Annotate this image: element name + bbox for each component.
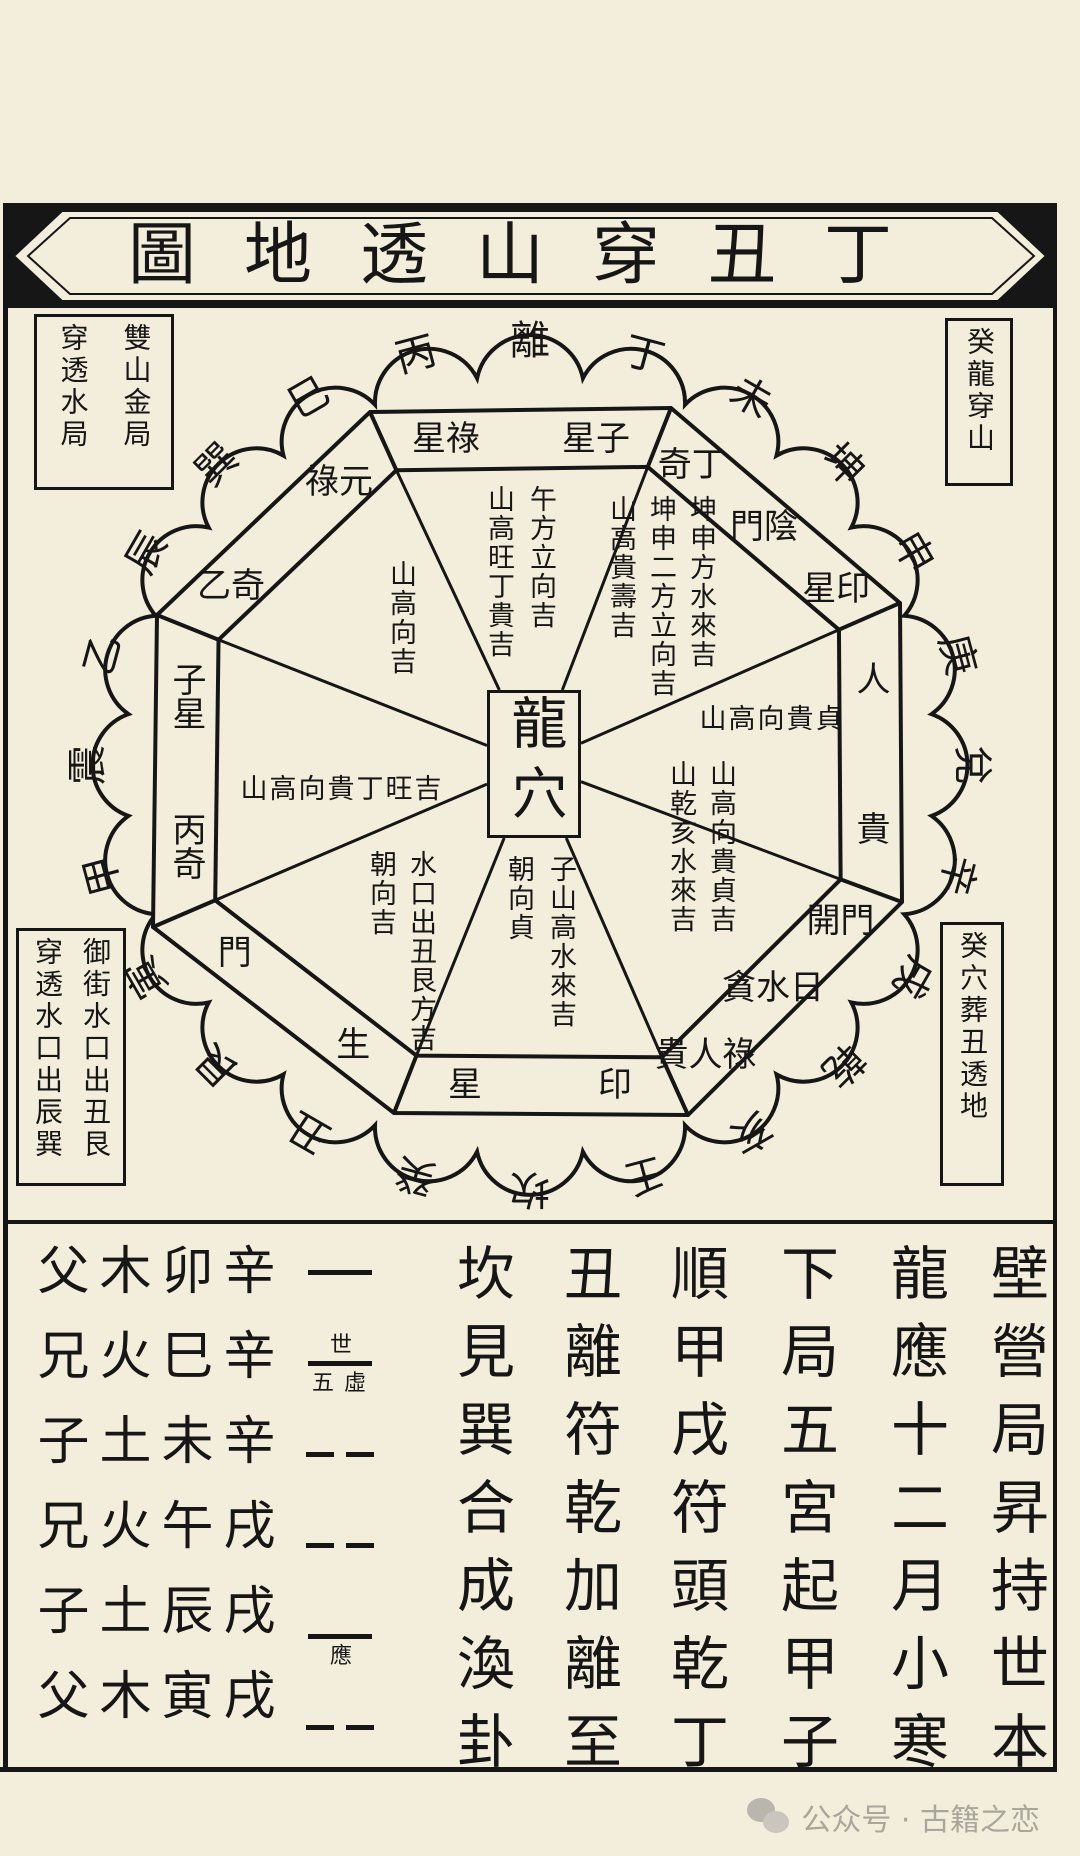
watermark-text: 公众号 · 古籍之恋 (801, 1803, 1040, 1838)
yao-line-broken (300, 1410, 380, 1501)
note-text: 癸龍穿山 (963, 327, 996, 455)
compass-mountain-label: 兌 (949, 745, 995, 785)
title-bottom-rule (3, 303, 1057, 308)
wedge-text: 山高旺丁貴吉 (483, 485, 514, 659)
wedge-spoke (415, 837, 506, 1057)
band-label: 乙奇 (197, 565, 265, 606)
wedge-spoke (560, 466, 650, 691)
note-text: 御街水口出丑艮 (79, 937, 112, 1161)
wedge-text: 山乾亥水來吉 (665, 760, 696, 934)
watermark: 公众号 · 古籍之恋 (747, 1795, 1040, 1839)
wedge-spoke (580, 780, 842, 881)
wedge-text: 午方立向吉 (525, 485, 556, 630)
text-column: 下局五宮起甲子 (771, 1243, 839, 1789)
frame-left-rule (3, 205, 8, 1772)
band-divider (152, 898, 216, 929)
band-label: 印 (598, 1065, 632, 1105)
band-label: 星祿 (412, 419, 480, 459)
table-column-relations: 父兄子兄子父 (28, 1243, 88, 1753)
note-box-top-right: 癸龍穿山 (945, 318, 1013, 486)
band-label: 丙奇 (166, 812, 206, 880)
wedge-text: 坤申方水來吉 (685, 495, 716, 669)
text-column: 坎見巽合成渙卦 (447, 1243, 515, 1789)
band-divider (838, 601, 901, 632)
band-divider (839, 877, 903, 904)
wedge-spoke (214, 782, 488, 902)
title-banner-inner-border (26, 217, 1036, 295)
note-text: 穿透水局 (56, 323, 90, 451)
note-box-bottom-right: 癸穴葬丑透地 (940, 922, 1004, 1186)
band-label: 人 (850, 661, 890, 695)
yao-note: 虛 (344, 1371, 367, 1396)
note-text: 雙山金局 (119, 323, 153, 451)
wedge-text: 山高向貴貞吉 (705, 760, 736, 934)
wedge-text: 山高貴壽吉 (605, 495, 636, 640)
table-column-branches: 卯巳未午辰寅 (152, 1243, 212, 1753)
yao-note: 應 (330, 1644, 353, 1669)
band-divider (645, 407, 673, 468)
text-column: 丑離符乾加離至 (554, 1243, 622, 1789)
hexagram-lines: 世五虛應 (300, 1228, 380, 1774)
band-divider (392, 1054, 419, 1114)
wedge-text: 朝向貞 (503, 855, 534, 942)
text-column: 壁營局昇持世本 (981, 1243, 1049, 1789)
yao-line-broken (300, 1501, 380, 1592)
band-label: 星印 (802, 568, 871, 609)
band-divider (660, 1056, 690, 1116)
note-box-bottom-left: 御街水口出丑艮 穿透水口出辰巽 (16, 928, 126, 1186)
wedge-spoke (580, 628, 840, 745)
wedge-text: 山高向吉 (385, 560, 416, 676)
band-label: 門陰 (730, 507, 798, 547)
wedge-text: 水口出丑艮方吉 (405, 850, 436, 1053)
table-column-stems: 辛辛辛戌戌戌 (214, 1243, 274, 1753)
wedge-spoke (395, 469, 501, 691)
page-title: 丁丑穿山透地圖 (127, 216, 940, 295)
band-label: 生 (336, 1024, 371, 1065)
compass-mountain-label: 坎 (510, 1166, 550, 1212)
frame-right-rule (1053, 205, 1057, 1772)
title-banner-plate (12, 210, 1048, 302)
band-label: 門 (217, 933, 252, 974)
section-divider (3, 1220, 1057, 1224)
wedge-text: 子山高水來吉 (545, 855, 576, 1029)
band-label: 貪水日 (722, 968, 824, 1008)
note-text: 癸穴葬丑透地 (956, 931, 989, 1123)
compass-mountain-label: 離 (510, 318, 550, 364)
band-label: 子星 (166, 662, 206, 730)
note-text: 穿透水口出辰巽 (31, 937, 64, 1161)
band-label: 祿元 (305, 462, 373, 503)
yao-line-solid (300, 1228, 380, 1319)
yao-note: 世 (330, 1333, 353, 1358)
yao-line-solid: 應 (300, 1592, 380, 1683)
yao-line-broken (300, 1683, 380, 1774)
frame-top-rule (3, 203, 1057, 209)
band-divider (368, 411, 399, 472)
band-label: 貴人祿 (654, 1035, 757, 1076)
band-label: 星 (448, 1065, 482, 1105)
frame-bottom-rule (0, 1767, 1057, 1772)
wedge-text: 朝向吉 (365, 850, 396, 937)
wedge-text: 山高向貴貞 (699, 704, 845, 735)
wechat-icon (747, 1798, 791, 1836)
text-column: 順甲戌符頭乾丁 (661, 1243, 729, 1789)
wedge-spoke (217, 638, 488, 747)
table-column-elements: 木火土火土木 (90, 1243, 150, 1753)
wedge-spoke (564, 837, 664, 1058)
yao-note: 五 (312, 1371, 335, 1396)
compass-mountain-label: 震 (65, 745, 111, 785)
wedge-text: 坤申二方立向吉 (645, 495, 676, 698)
yao-line-solid: 世五虛 (300, 1319, 380, 1410)
band-label: 開門 (806, 900, 875, 941)
band-label: 貴 (850, 811, 890, 845)
text-column: 龍應十二月小寒 (881, 1243, 949, 1789)
band-label: 星子 (562, 419, 630, 459)
wedge-text: 山高向貴丁旺吉 (240, 774, 444, 805)
band-divider (156, 613, 220, 642)
note-box-top-left: 雙山金局 穿透水局 (34, 314, 174, 490)
band-label: 奇丁 (657, 445, 726, 486)
center-dragon-cave-box: 龍穴 (487, 690, 581, 838)
